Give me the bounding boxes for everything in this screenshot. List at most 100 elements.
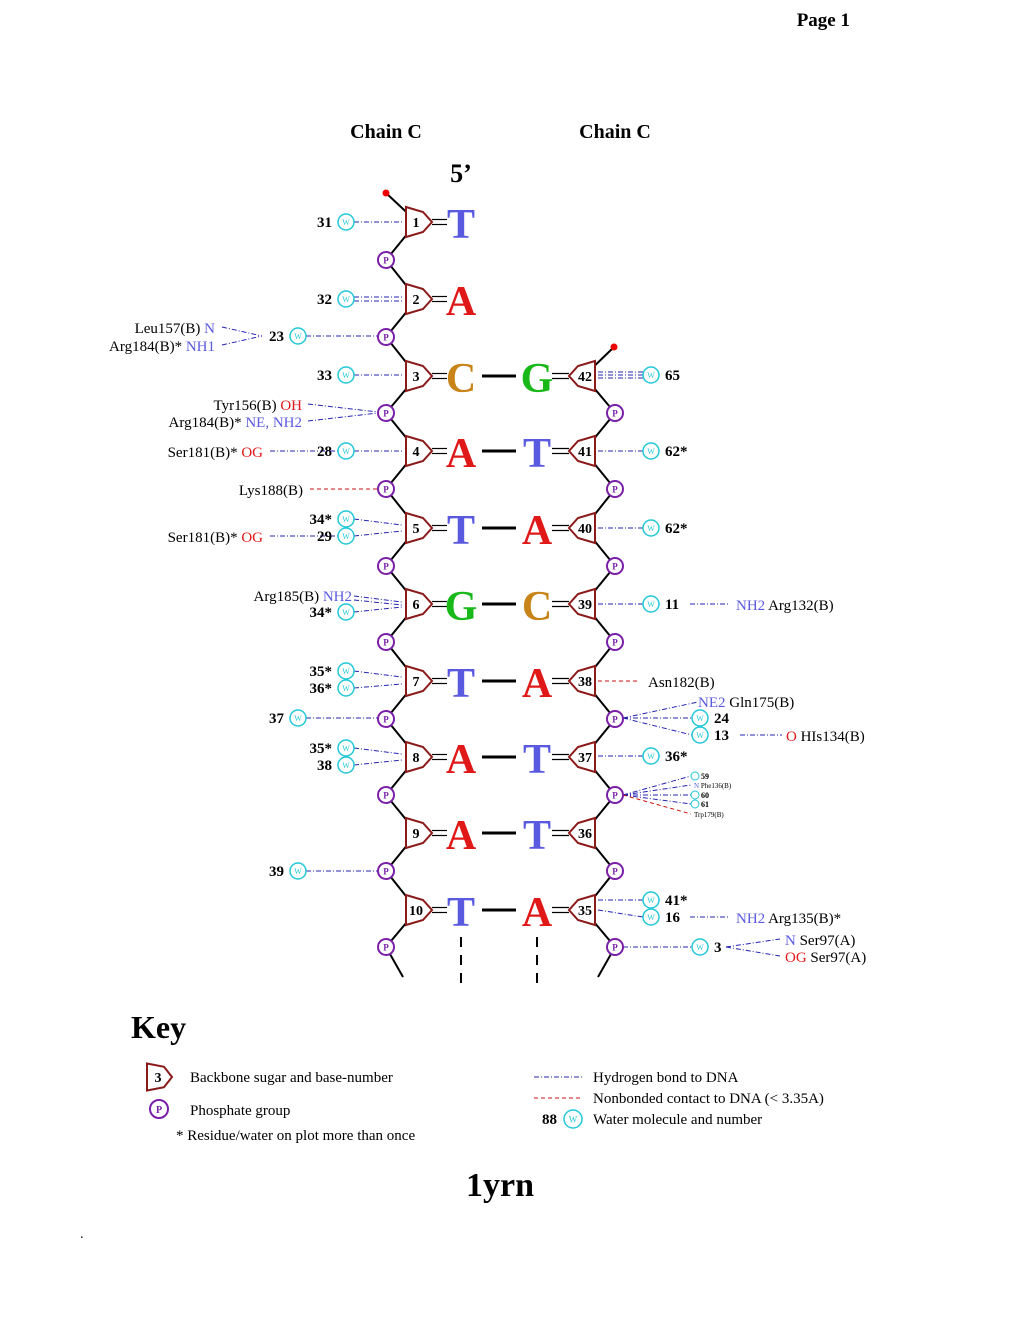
water-left-2 <box>337 290 355 308</box>
sugar-8 <box>405 740 434 774</box>
water-left-5-letter: W <box>342 447 350 456</box>
water-left-12-letter: W <box>342 744 350 753</box>
water-right-10 <box>690 799 700 809</box>
water-left-14-letter: W <box>294 867 302 876</box>
water-left-2-letter: W <box>342 295 350 304</box>
water-left-12 <box>337 739 355 757</box>
waters: W31W32W23W33W28W34*W29W34*W35*W36*W37W35… <box>269 213 730 956</box>
phosphate-right-8 <box>606 938 624 956</box>
sugar-1 <box>405 205 434 239</box>
water-left-5-number: 28 <box>317 444 332 460</box>
hydrogen-bond <box>622 717 693 736</box>
base-39: C <box>522 584 552 630</box>
phosphate-left-4-letter: P <box>383 485 389 495</box>
phosphate-left-6-letter: P <box>383 638 389 648</box>
water-right-7 <box>642 747 660 765</box>
water-left-14 <box>289 862 307 880</box>
nonbonded-contact <box>622 794 692 815</box>
sugar-39 <box>567 587 596 621</box>
sugar-40-number: 40 <box>578 522 592 537</box>
water-left-1-number: 31 <box>317 215 332 231</box>
water-left-11 <box>289 709 307 727</box>
sugar-37 <box>567 740 596 774</box>
water-right-4-letter: W <box>647 600 655 609</box>
water-left-1-letter: W <box>342 218 350 227</box>
hydrogen-bond <box>221 335 263 346</box>
phosphate-right-5-letter: P <box>612 715 618 725</box>
water-right-12-number: 16 <box>665 910 681 926</box>
water-right-4 <box>642 595 660 613</box>
sugar-42-number: 42 <box>578 370 592 385</box>
water-left-13 <box>337 756 355 774</box>
hydrogen-bond <box>353 595 403 603</box>
five-prime-label: 5’ <box>450 159 472 188</box>
base-6: G <box>445 584 478 630</box>
left-chain-label: Chain C <box>350 121 422 143</box>
phosphate-left-8-letter: P <box>383 791 389 801</box>
page-number: Page 1 <box>797 10 850 31</box>
hydrogen-bond <box>725 946 781 957</box>
sugar-7 <box>405 664 434 698</box>
sugar-10-number: 10 <box>409 904 423 919</box>
residue-tyr156: Tyr156(B) OH <box>213 398 302 414</box>
residue-trp179: Trp179(B) <box>694 811 724 819</box>
water-left-1 <box>337 213 355 231</box>
water-left-5 <box>337 442 355 460</box>
phosphate-left-6 <box>377 633 395 651</box>
water-right-1 <box>642 366 660 384</box>
key-title: Key <box>131 1009 186 1045</box>
water-right-2-letter: W <box>647 447 655 456</box>
sugar-6 <box>405 587 434 621</box>
phosphate-left-7 <box>377 710 395 728</box>
hydrogen-bond <box>221 326 263 337</box>
residue-arg184-ne-nh2: Arg184(B)* NE, NH2 <box>169 415 302 431</box>
hydrogen-bond <box>622 784 692 796</box>
water-left-10-letter: W <box>342 684 350 693</box>
water-left-6-number: 34* <box>310 512 333 528</box>
water-right-6 <box>691 726 709 744</box>
key-phosphate-icon <box>149 1099 169 1119</box>
residue-arg185: Arg185(B) NH2 <box>254 589 352 605</box>
sugar-9 <box>405 816 434 850</box>
key-phosphate-letter: P <box>156 1105 162 1116</box>
hydrogen-bond <box>353 518 403 526</box>
hydrogen-bond <box>353 670 403 678</box>
key-nonbonded-label: Nonbonded contact to DNA (< 3.35A) <box>593 1091 824 1107</box>
base-41: T <box>523 431 551 477</box>
base-7: T <box>447 661 475 707</box>
hydrogen-bond <box>353 530 403 537</box>
phosphate-right-3-letter: P <box>612 562 618 572</box>
water-left-4-number: 33 <box>317 368 332 384</box>
water-left-8-letter: W <box>342 608 350 617</box>
key-repeat-note: * Residue/water on plot more than once <box>176 1128 415 1144</box>
water-left-7-number: 29 <box>317 529 332 545</box>
phosphate-left-9-letter: P <box>383 867 389 877</box>
sugar-10 <box>405 893 434 927</box>
water-left-10 <box>337 679 355 697</box>
water-right-1-number: 65 <box>665 368 680 384</box>
water-left-3-number: 23 <box>269 329 284 345</box>
water-left-10-number: 36* <box>310 681 333 697</box>
sugar-1-number: 1 <box>413 216 420 231</box>
phosphate-right-8-letter: P <box>612 943 618 953</box>
water-left-11-letter: W <box>294 714 302 723</box>
sugar-5-number: 5 <box>413 522 420 537</box>
water-left-3-letter: W <box>294 332 302 341</box>
sugar-4-number: 4 <box>413 445 420 460</box>
phosphate-right-4 <box>606 633 624 651</box>
hydrogen-bond <box>353 747 403 755</box>
key-water-label: Water molecule and number <box>593 1112 762 1128</box>
base-4: A <box>446 431 477 477</box>
water-right-6-letter: W <box>696 731 704 740</box>
water-right-13-letter: W <box>696 943 704 952</box>
water-left-6-letter: W <box>342 515 350 524</box>
phosphate-right-2 <box>606 480 624 498</box>
hydrogen-bond <box>353 599 403 606</box>
right-terminal-dot <box>610 343 618 351</box>
residue-leu157: Leu157(B) N <box>135 321 216 337</box>
hydrogen-bond <box>597 909 644 918</box>
base-2: A <box>446 279 477 325</box>
water-right-2-number: 62* <box>665 444 688 460</box>
residue-asn182: Asn182(B) <box>648 675 715 691</box>
